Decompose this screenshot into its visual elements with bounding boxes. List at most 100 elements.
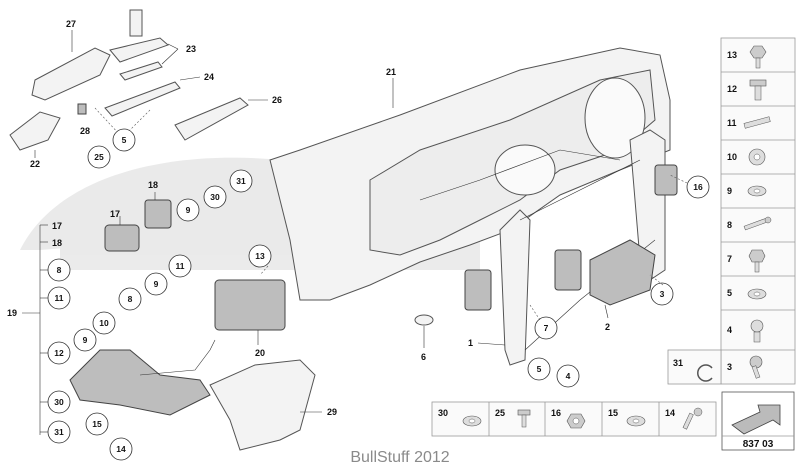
bolt-12-icon	[749, 79, 767, 101]
callout-16: 16	[693, 182, 703, 192]
part-28-clip	[77, 103, 87, 115]
panel-31: 31	[673, 358, 683, 368]
callout-10: 10	[99, 318, 109, 328]
label-26: 26	[272, 95, 282, 105]
part-17-motor	[104, 224, 140, 252]
right-parts-panel: 13 12 11 10 9 8 7 5 4 3 31	[667, 37, 796, 385]
circlip-31-icon	[697, 364, 713, 382]
callout-5: 5	[122, 135, 127, 145]
part-19-regulator-assembly	[69, 349, 211, 416]
footer-caption: BullStuff 2012	[350, 449, 450, 466]
label-6: 6	[421, 352, 426, 362]
list-31: 31	[54, 427, 64, 437]
bottom-16: 16	[551, 408, 561, 418]
callout-14: 14	[116, 444, 126, 454]
panel-3: 3	[727, 362, 732, 372]
pin-11-icon	[743, 116, 771, 129]
washer-30-icon	[462, 415, 482, 427]
callout-9b: 9	[154, 279, 159, 289]
list-8: 8	[57, 265, 62, 275]
part-23-switch	[109, 37, 169, 63]
bolt-25-icon	[517, 409, 531, 428]
screw-14-icon	[682, 407, 703, 430]
screw-8-icon	[743, 216, 772, 231]
label-27: 27	[66, 19, 76, 29]
bolt-7-icon	[748, 249, 766, 273]
label-19: 19	[7, 308, 17, 318]
part-clip-mid	[554, 249, 582, 291]
callout-9: 9	[186, 205, 191, 215]
label-18: 18	[148, 180, 158, 190]
callout-15: 15	[92, 419, 102, 429]
callout-25: 25	[94, 152, 104, 162]
list-30: 30	[54, 397, 64, 407]
callout-7: 7	[544, 323, 549, 333]
washer-15-icon	[626, 415, 646, 427]
bolt-13-icon	[749, 45, 767, 69]
nut-16-icon	[566, 413, 586, 429]
callout-4: 4	[566, 371, 571, 381]
part-29-bracket	[209, 359, 316, 451]
panel-9: 9	[727, 186, 732, 196]
part-24-rod	[104, 81, 181, 117]
callout-8: 8	[128, 294, 133, 304]
callout-30: 30	[210, 192, 220, 202]
part-clip-left	[464, 269, 492, 311]
label-2: 2	[605, 322, 610, 332]
diagram-code-box: 837 03	[721, 391, 795, 451]
part-27-handle-cover	[31, 47, 111, 101]
label-22: 22	[30, 159, 40, 169]
label-23: 23	[186, 44, 196, 54]
part-18-lock	[144, 199, 172, 229]
panel-7: 7	[727, 254, 732, 264]
callouts: 5 25 31 30 9 11 13 9 8 10 9 16 3 7 5 4 1…	[73, 128, 710, 461]
door-inner-panel	[269, 47, 671, 301]
washer-10-icon	[748, 148, 766, 166]
label-1: 1	[468, 338, 473, 348]
label-21: 21	[386, 67, 396, 77]
list-17: 17	[52, 221, 62, 231]
label-20: 20	[255, 348, 265, 358]
panel-4: 4	[727, 325, 732, 335]
panel-11: 11	[727, 118, 737, 128]
left-callout-column: 19 17 18 8 11 12 30 31	[7, 221, 71, 444]
bottom-14: 14	[665, 408, 675, 418]
callout-13: 13	[255, 251, 265, 261]
part-23-switch-lower	[119, 61, 163, 81]
diagram-code: 837 03	[743, 439, 774, 450]
bottom-25: 25	[495, 408, 505, 418]
panel-12: 12	[727, 84, 737, 94]
screw-3-icon	[749, 355, 763, 379]
callout-9c: 9	[83, 335, 88, 345]
label-29: 29	[327, 407, 337, 417]
panel-10: 10	[727, 152, 737, 162]
list-18: 18	[52, 238, 62, 248]
label-24: 24	[204, 72, 214, 82]
part-20-latch	[214, 279, 286, 331]
part-23-connector	[129, 9, 143, 37]
list-12: 12	[54, 348, 64, 358]
part-clip-right	[654, 164, 678, 196]
rivet-4-icon	[750, 319, 764, 343]
list-11: 11	[55, 293, 64, 303]
label-28: 28	[80, 126, 90, 136]
callout-31: 31	[236, 176, 246, 186]
bottom-30: 30	[438, 408, 448, 418]
part-1-regulator-rail	[499, 209, 531, 366]
washer-9-icon	[747, 185, 767, 197]
callout-3: 3	[660, 289, 665, 299]
panel-5: 5	[727, 288, 732, 298]
part-22-handle	[9, 111, 61, 151]
arrow-icon	[731, 404, 781, 435]
part-26-trim	[174, 97, 249, 141]
bottom-parts-panel: 30 25 16 15 14	[431, 401, 717, 437]
part-6-grommet	[414, 314, 434, 326]
callout-5b: 5	[537, 364, 542, 374]
callout-11: 11	[176, 261, 185, 271]
bottom-15: 15	[608, 408, 618, 418]
washer-5-icon	[747, 288, 767, 300]
panel-13: 13	[727, 50, 737, 60]
panel-8: 8	[727, 220, 732, 230]
label-17: 17	[110, 209, 120, 219]
